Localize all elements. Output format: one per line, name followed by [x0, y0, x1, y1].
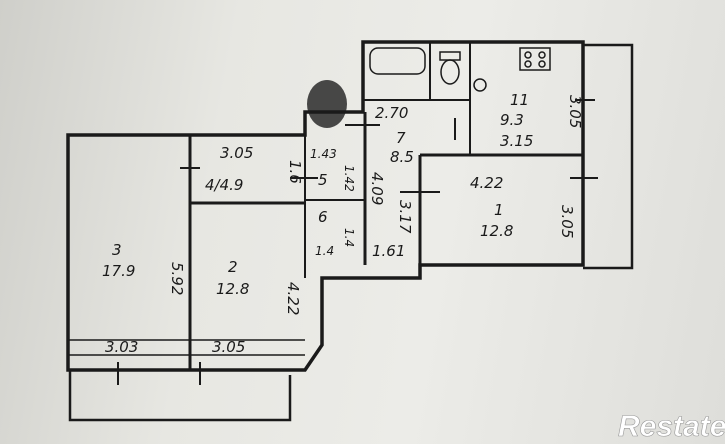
watermark-logo: Restate: [618, 410, 725, 443]
room-6-width: 1.4: [315, 244, 334, 258]
cistern-icon: [439, 51, 461, 61]
room-7-width: 2.70: [375, 104, 408, 122]
bathtub-icon: [369, 47, 426, 75]
room-3-area: 17.9: [102, 262, 135, 280]
room-7-extra-height: 4.09: [368, 172, 386, 205]
room-7-area: 8.5: [390, 148, 414, 166]
room-1-height: 3.05: [558, 205, 576, 238]
room-7-height: 3.17: [396, 200, 414, 234]
room-1-width: 4.22: [470, 174, 503, 192]
room-11-area: 9.3: [500, 111, 524, 129]
room-11-height: 3.05: [566, 95, 584, 128]
stove-icon: [519, 47, 551, 71]
room-5-width: 1.43: [310, 147, 337, 161]
room-7-extra-width: 1.61: [372, 242, 405, 260]
room-1-area: 12.8: [480, 222, 513, 240]
room-5-number: 5: [318, 171, 328, 189]
room-7-number: 7: [396, 129, 406, 147]
room-1-number: 1: [494, 201, 504, 219]
room-3-width: 3.03: [105, 338, 138, 356]
room-3-number: 3: [112, 241, 122, 259]
toilet-icon: [440, 59, 460, 85]
room-3-height: 5.92: [168, 262, 186, 295]
bathroom-fixtures: [369, 47, 551, 92]
room-4-label: 4/4.9: [205, 176, 243, 194]
sink-icon: [473, 78, 487, 92]
ink-smudge: [307, 80, 347, 128]
room-11-width: 3.15: [500, 132, 533, 150]
room-2-number: 2: [228, 258, 238, 276]
room-6-number: 6: [318, 208, 328, 226]
room-6-height: 1.4: [342, 228, 356, 247]
room-2-area: 12.8: [216, 280, 249, 298]
room-11-number: 11: [510, 91, 529, 109]
room-2-width: 3.05: [212, 338, 245, 356]
room-4-width: 3.05: [220, 144, 253, 162]
room-2-height: 4.22: [284, 282, 302, 315]
walls: [66, 40, 634, 422]
room-4-height: 1.6: [286, 160, 304, 184]
room-5-height: 1.42: [342, 165, 356, 192]
